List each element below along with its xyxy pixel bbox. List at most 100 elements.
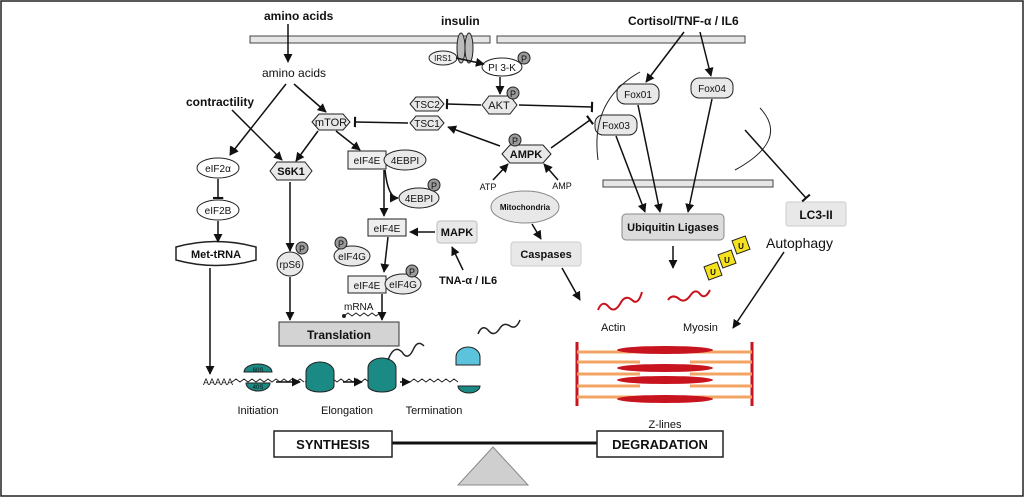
balance-fulcrum [456,446,530,486]
pi3k-label: PI 3-K [488,63,516,74]
rps6-p-label: P [299,244,305,254]
mitochondria-node [490,190,560,224]
amp-label: AMP [552,181,572,191]
fox04-node [690,77,734,99]
4ebpi-node-2 [398,187,440,209]
ribosome-free-large-icon [455,346,481,366]
mapk-box [436,220,478,244]
nuclear-membrane [602,179,774,188]
akt-phospho-icon [506,86,520,100]
eif4g-phospho-icon-1 [334,236,348,250]
fox03-label: Fox03 [602,121,630,132]
eif4g-phospho-icon-2 [405,264,419,278]
eif4e-label-2: eIF4E [374,224,401,235]
akt-node [481,95,518,115]
synthesis-label: SYNTHESIS [296,437,370,452]
myosin-label: Myosin [683,322,718,334]
eif4e-label-3: eIF4E [354,281,381,292]
translation-box [278,321,400,347]
tsc2-node [409,96,445,112]
rps6-node [276,251,304,277]
nucleus-arc-left [596,71,641,161]
zlines-label: Z-lines [648,419,682,431]
eif4e-box-2 [367,218,407,237]
elongation-label: Elongation [321,405,373,417]
mrna-strand [343,312,385,317]
ampk-label: AMPK [510,149,542,161]
met-trna-node [175,240,257,267]
nucleus-arc-right [734,107,771,171]
akt-label: AKT [488,100,510,112]
contractility-label: contractility [186,95,254,109]
ampk-p-label: P [512,136,518,146]
fox04-label: Fox04 [698,84,726,95]
svg-text:U: U [738,242,744,251]
tsc2-label: TSC2 [414,100,440,111]
pathway-arrows [205,24,811,387]
fox01-node [616,83,660,105]
aaaaa-label: AAAAA [203,377,233,387]
caspases-box [510,241,582,267]
autophagy-label: Autophagy [766,235,833,251]
s6k1-node [269,161,313,181]
rps6-phospho-icon [295,241,309,255]
peptide-chain-1 [387,342,425,361]
eif2b-node [196,199,240,221]
eif4g-p-label-2: P [409,267,415,277]
eif4e-label-1: eIF4E [354,156,381,167]
mrna-strand-termination [409,378,459,383]
4ebpi-phospho-icon [427,178,441,192]
eif4g-node-1 [333,245,371,267]
60s-label: 60S [253,368,264,374]
akt-p-label: P [510,89,516,99]
eif2a-node [196,157,240,179]
amino-acids-label: amino acids [262,66,326,80]
ubiquitin-tags: U U U [703,235,751,281]
lc3-label: LC3-II [799,208,832,222]
lc3-box [785,201,847,227]
4ebpi-label-1: 4EBPI [391,156,419,167]
degradation-box [596,430,724,458]
4ebpi-node-1 [383,149,427,171]
eif2a-label: eIF2α [205,164,231,175]
actin-label: Actin [601,322,625,334]
eif4g-node-2 [384,273,422,295]
ampk-phospho-icon [508,133,522,147]
s6k1-label: S6K1 [277,166,305,178]
ubiquitin-ligases-label: Ubiquitin Ligases [627,222,719,234]
synthesis-box [273,430,393,458]
tsc1-label: TSC1 [414,119,440,130]
myosin-icon [667,289,711,302]
mrna-label: mRNA [344,302,374,313]
ribosome-free-small-icon [457,385,481,394]
ribosome-elongation-1-icon [305,361,335,393]
actin-icon [597,291,643,311]
ampk-node [501,144,552,164]
met-trna-label: Met-tRNA [191,249,241,261]
eif2b-label: eIF2B [205,206,232,217]
pi3k-p-label: P [521,54,527,64]
pi3k-phospho-icon [517,51,531,65]
svg-text:U: U [724,256,730,265]
termination-label: Termination [406,405,463,417]
ribosome-elongation-2-icon [367,357,397,393]
irs1-label: IRS1 [434,54,452,63]
mrna-cap-icon [342,314,346,318]
ribosome-60s-icon [243,363,273,373]
mapk-label: MAPK [441,227,473,239]
cortisol-label: Cortisol/TNF-α / IL6 [628,14,739,28]
mitochondria-label: Mitochondria [500,203,551,212]
pi3k-node [481,57,523,77]
insulin-receptor [456,32,474,64]
amino-acids-top-label: amino acids [264,9,334,23]
svg-text:U: U [710,268,716,277]
mtor-node [311,113,351,131]
degradation-label: DEGRADATION [612,437,708,452]
ubiquitin-ligases-box [621,213,725,241]
caspases-label: Caspases [520,249,571,261]
tsc1-node [409,115,445,131]
translation-label: Translation [307,328,371,342]
membrane-left [249,35,491,44]
